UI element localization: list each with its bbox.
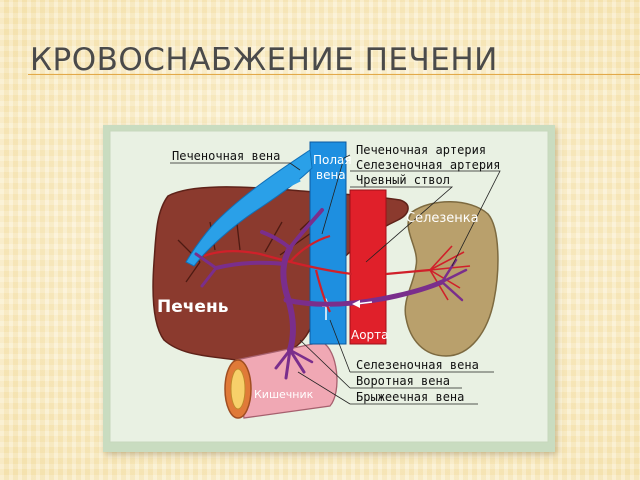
label-spleen: Селезенка (406, 211, 479, 226)
portal-flow-arrowhead (352, 300, 360, 308)
spleen (404, 201, 499, 357)
hepatic-vein (185, 149, 313, 267)
aorta (349, 189, 387, 345)
label-hepatic-artery: Печеночная артерия (356, 143, 486, 157)
label-intestine: Кишечник (254, 388, 314, 401)
slide-title: КРОВОСНАБЖЕНИЕ ПЕЧЕНИ (30, 42, 498, 78)
arteries (203, 234, 431, 313)
label-hepatic-vein: Печеночная вена (172, 149, 280, 163)
label-vena-cava-line1: Полая (313, 153, 352, 167)
hepatic-vein-branch (267, 178, 301, 198)
label-mesenteric-vein: Брыжеечная вена (356, 390, 464, 404)
portal-venous-system (194, 208, 468, 380)
label-celiac-trunk: Чревный ствол (356, 173, 450, 187)
leader-lines (170, 154, 501, 405)
label-liver: Печень (157, 297, 228, 317)
vena-cava (309, 141, 347, 345)
label-splenic-vein: Селезеночная вена (356, 358, 479, 372)
label-vena-cava-line2: вена (316, 168, 346, 182)
label-splenic-artery: Селезеночная артерия (356, 158, 501, 172)
title-underline (28, 74, 640, 75)
label-aorta: Аорта (351, 328, 389, 342)
label-portal-vein: Воротная вена (356, 374, 450, 388)
